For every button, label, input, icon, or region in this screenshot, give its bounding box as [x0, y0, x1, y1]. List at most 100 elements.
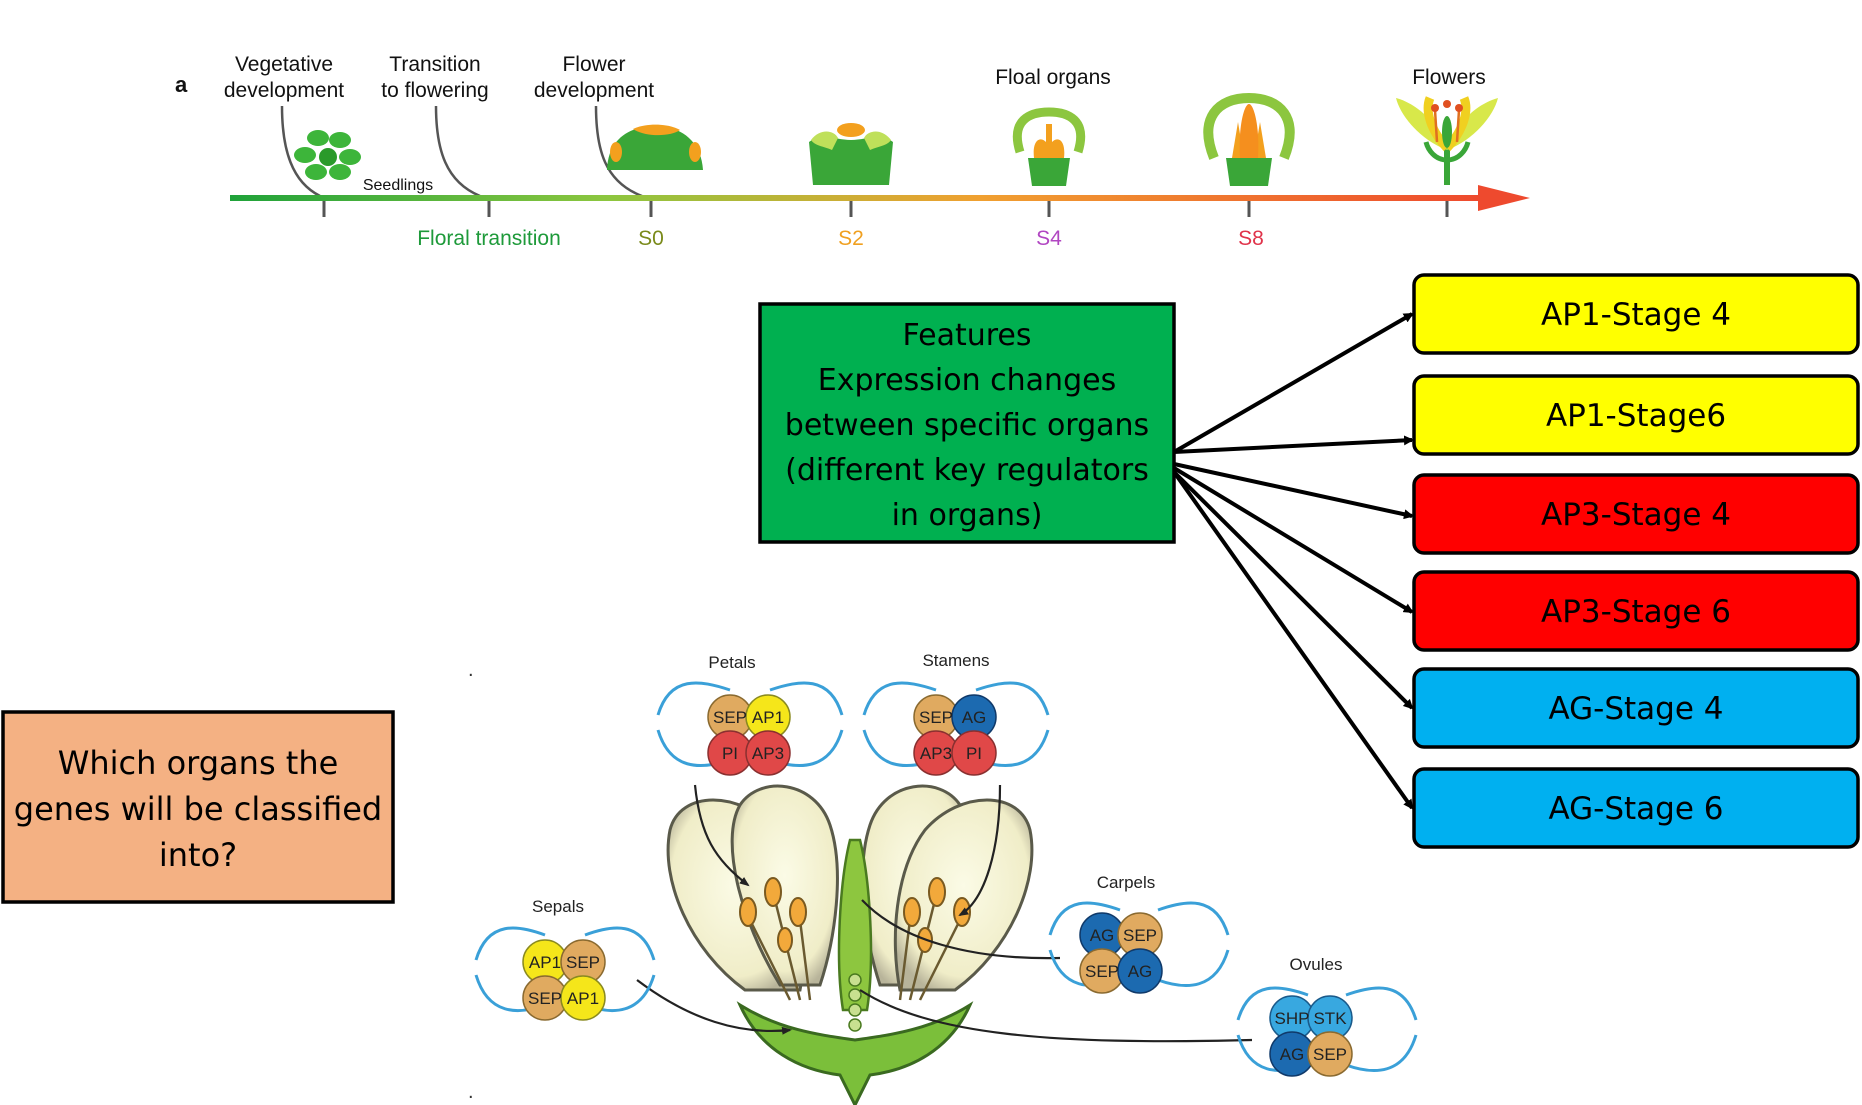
phase-vegetative-line2: development: [224, 79, 344, 102]
ovules-protein-1: SHP: [1275, 1009, 1310, 1028]
pistil: [837, 838, 873, 1012]
timeline-arrowhead: [1478, 185, 1530, 211]
stamens-protein-1: SEP: [919, 708, 953, 727]
stage-s4: S4: [1036, 227, 1062, 250]
pointer-ovules: [859, 989, 1253, 1043]
sepals-protein-3: SEP: [528, 989, 562, 1008]
organ-pointers: [636, 784, 1253, 1043]
phase-curve-vegetative: [280, 105, 321, 198]
features-line-5: in organs): [892, 498, 1043, 533]
features-line-1: Features: [903, 318, 1032, 353]
arrow-to-ap3-stage6: [1172, 466, 1414, 614]
carpels-complex: Carpels AG SEP SEP AG: [1048, 873, 1230, 994]
stamens-protein-4: PI: [966, 744, 982, 763]
petals-protein-1: SEP: [713, 708, 747, 727]
pointer-petals: [693, 784, 750, 887]
carpels-protein-3: SEP: [1085, 962, 1119, 981]
phase-flower-dev-line2: development: [534, 79, 654, 102]
flowers-label: Flowers: [1412, 66, 1486, 89]
petals-complex: Petals SEP AP1 PI AP3: [656, 653, 844, 776]
class-box-ap3-stage4: [1412, 473, 1860, 555]
sepals-protein-4: AP1: [567, 989, 599, 1008]
pointer-carpels: [861, 899, 1061, 960]
ovules-protein-4: SEP: [1313, 1045, 1347, 1064]
question-line-3: into?: [159, 836, 237, 874]
stage-s2: S2: [838, 227, 864, 250]
sepals-complex: Sepals AP1 SEP SEP AP1: [474, 897, 656, 1021]
carpels-protein-2: SEP: [1123, 926, 1157, 945]
question-box-rect: [1, 710, 395, 904]
class-box-ap1-stage4: [1412, 273, 1860, 355]
features-box-rect: [758, 302, 1176, 544]
arrow-to-ap3-stage4: [1173, 462, 1414, 520]
stage-s0: S0: [638, 227, 664, 250]
anthers-group: [739, 877, 971, 953]
ovules-protein-2: STK: [1313, 1009, 1347, 1028]
class-box-ap3-stage6: [1412, 570, 1860, 652]
arrow-to-ap1-stage4: [1172, 312, 1414, 454]
seedling-rosette-icon: [294, 130, 361, 180]
phase-transition-line1: Transition: [389, 53, 480, 76]
class-label-ap3-stage4: AP3-Stage 4: [1541, 497, 1731, 533]
flower-bud-s2-icon: [809, 123, 893, 185]
features-line-3: between specific organs: [785, 408, 1149, 443]
phase-vegetative-line1: Vegetative: [235, 53, 333, 76]
sepals-receptacle: [736, 1001, 974, 1105]
dot-mark-top: .: [468, 659, 474, 681]
class-label-ap1-stage4: AP1-Stage 4: [1541, 297, 1731, 333]
ovules-complex: Ovules SHP STK AG SEP: [1236, 955, 1418, 1077]
phase-transition-line2: to flowering: [381, 79, 488, 102]
ovules-group: [848, 973, 862, 1032]
petals-protein-3: PI: [722, 744, 738, 763]
classification-arrows: [1172, 312, 1414, 810]
mature-flower-icon: [1396, 96, 1498, 185]
flower-illustration: . .: [468, 651, 1418, 1105]
features-line-4: (different key regulators: [785, 453, 1149, 488]
floral-organs-label: Floal organs: [995, 66, 1111, 89]
carpels-label: Carpels: [1097, 873, 1156, 892]
arrow-to-ag-stage4: [1172, 470, 1414, 710]
petals-protein-4: AP3: [752, 744, 784, 763]
sepals-protein-1: AP1: [529, 953, 561, 972]
sepals-protein-2: SEP: [566, 953, 600, 972]
ovules-protein-3: AG: [1280, 1045, 1305, 1064]
timeline-bar: [230, 195, 1480, 201]
sepals-label: Sepals: [532, 897, 584, 916]
dot-mark-bottom: .: [468, 1081, 474, 1103]
phase-curve-flower: [594, 105, 643, 198]
pointer-sepals: [636, 979, 792, 1035]
stage-s8: S8: [1238, 227, 1264, 250]
class-label-ap1-stage6: AP1-Stage6: [1546, 398, 1726, 434]
panel-letter: a: [175, 72, 188, 97]
class-box-ap1-stage6: [1412, 374, 1860, 456]
class-box-ag-stage4: [1412, 667, 1860, 749]
features-box: Features Expression changes between spec…: [758, 302, 1176, 544]
timeline-ticks: [322, 201, 1449, 217]
phase-curve-transition: [434, 105, 481, 198]
carpels-protein-1: AG: [1090, 926, 1115, 945]
flower-s8-icon: [1203, 92, 1295, 186]
class-label-ap3-stage6: AP3-Stage 6: [1541, 594, 1731, 630]
flower-s4-icon: [1012, 107, 1086, 186]
ovules-label: Ovules: [1290, 955, 1343, 974]
stamens-label: Stamens: [922, 651, 989, 670]
features-line-2: Expression changes: [818, 363, 1116, 398]
seedlings-label: Seedlings: [363, 177, 433, 194]
carpels-protein-4: AG: [1128, 962, 1153, 981]
stamens-complex: Stamens SEP AG AP3 PI: [862, 651, 1050, 776]
meristem-s0-icon: [607, 124, 703, 170]
class-boxes: AP1-Stage 4 AP1-Stage6 AP3-Stage 4 AP3-S…: [1412, 273, 1860, 849]
stage-floral-transition: Floral transition: [417, 227, 561, 250]
stamens-protein-2: AG: [962, 708, 987, 727]
question-line-1: Which organs the: [58, 744, 339, 782]
pointer-stamens: [958, 784, 1002, 917]
question-box: Which organs the genes will be classifie…: [1, 710, 395, 904]
question-line-2: genes will be classified: [14, 790, 382, 828]
phase-flower-dev-line1: Flower: [562, 53, 625, 76]
arrow-to-ag-stage6: [1172, 470, 1414, 810]
petals-protein-2: AP1: [752, 708, 784, 727]
stamens-protein-3: AP3: [920, 744, 952, 763]
class-label-ag-stage6: AG-Stage 6: [1548, 791, 1723, 827]
petals-label: Petals: [708, 653, 755, 672]
